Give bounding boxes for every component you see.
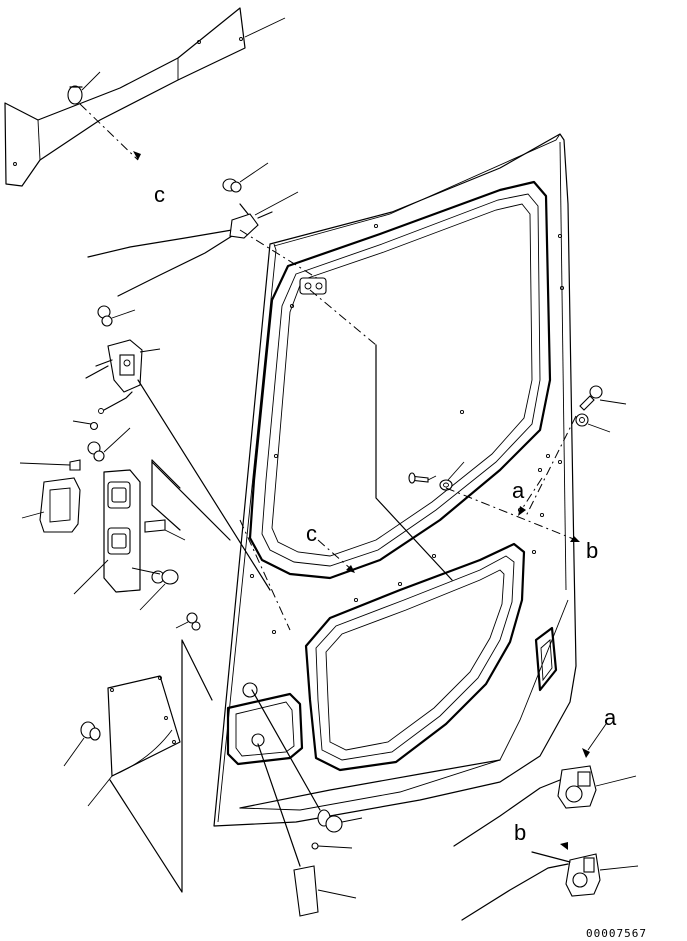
cab-door xyxy=(213,133,577,827)
bolt-a xyxy=(97,305,136,327)
inside-handle xyxy=(21,477,81,533)
callout-a-upper: a xyxy=(512,478,525,503)
latch-assembly-a xyxy=(453,765,637,847)
upper-trim-panel xyxy=(4,7,246,187)
center-bolt xyxy=(408,472,437,484)
small-screw xyxy=(72,420,99,431)
callout-a-lower: a xyxy=(604,705,617,730)
upper-hinge-pad xyxy=(299,277,327,295)
latch-assembly-b xyxy=(461,851,639,921)
callout-b-lower: b xyxy=(514,820,526,845)
lower-window-frame xyxy=(304,542,526,772)
callout-c-lower: c xyxy=(306,521,317,546)
side-grip xyxy=(534,626,558,692)
lock-link-rod xyxy=(98,391,133,414)
lower-trim-panel xyxy=(107,675,181,777)
handle-cover xyxy=(144,519,186,541)
knob-bolt xyxy=(139,569,179,611)
upper-latch-cable xyxy=(87,191,321,297)
door-pull-pocket xyxy=(226,682,304,766)
drawing-number: 00007567 xyxy=(586,927,647,940)
panel-clip xyxy=(67,71,101,105)
bolt-b xyxy=(87,427,131,462)
lower-bumper xyxy=(317,809,363,833)
small-pin xyxy=(311,842,353,850)
striker-bolt xyxy=(579,385,627,411)
striker-washer xyxy=(575,413,611,433)
lower-bolt xyxy=(175,612,201,631)
panel-grommet xyxy=(63,721,101,767)
upper-bolt xyxy=(222,162,269,193)
callout-b-upper: b xyxy=(586,538,598,563)
callout-c-upper: c xyxy=(154,182,165,207)
outer-pull-cover xyxy=(293,865,357,917)
clip-c xyxy=(19,459,81,471)
inner-handle-bracket xyxy=(103,459,181,593)
center-washer xyxy=(439,461,465,491)
door-holes xyxy=(249,223,565,635)
upper-window-frame xyxy=(248,180,552,580)
door-lock-assembly xyxy=(85,339,161,393)
